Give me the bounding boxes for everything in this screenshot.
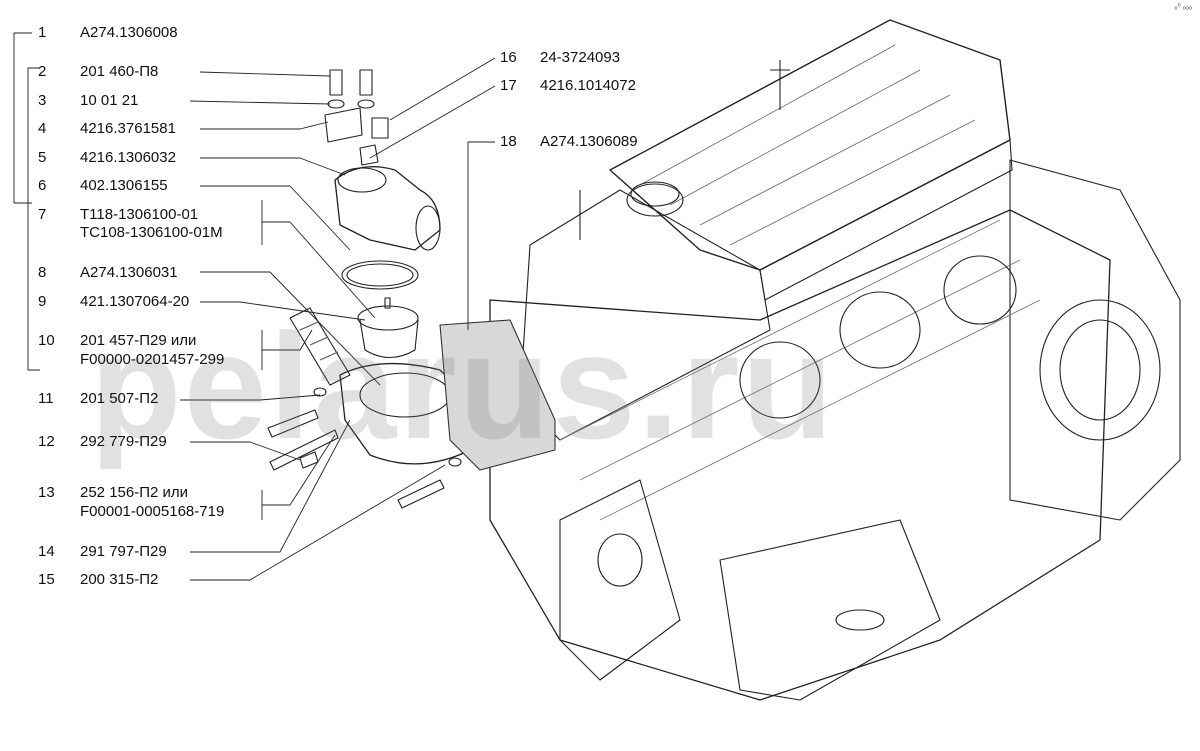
part-num-3: 3	[38, 92, 47, 109]
part-code-13b: F00001-0005168-719	[80, 503, 225, 520]
part-num-13: 13	[38, 484, 55, 501]
part-code-1: А274.1306008	[80, 24, 178, 41]
leader-lines	[13, 32, 496, 581]
part-num-17: 17	[500, 77, 517, 94]
part-code-6: 402.1306155	[80, 177, 168, 194]
part-code-8: А274.1306031	[80, 264, 178, 281]
part-num-11: 11	[38, 390, 54, 407]
part-code-16: 24-3724093	[540, 49, 621, 66]
part-code-13: 252 156-П2 или	[80, 484, 189, 501]
part-num-14: 14	[38, 543, 55, 560]
part-num-10: 10	[38, 332, 55, 349]
part-code-17: 4216.1014072	[540, 77, 636, 94]
part-code-9: 421.1307064-20	[80, 293, 190, 310]
thermostat-assembly	[267, 69, 556, 509]
part-num-16: 16	[500, 49, 517, 66]
part-code-11: 201 507-П2	[80, 390, 159, 407]
part-num-7: 7	[38, 206, 47, 223]
part-code-2: 201 460-П8	[80, 63, 159, 80]
part-code-18: А274.1306089	[540, 133, 638, 150]
part-code-4: 4216.3761581	[80, 120, 176, 137]
part-code-7: Т118-1306100-01	[80, 206, 199, 223]
part-num-1: 1	[38, 24, 47, 41]
part-code-10: 201 457-П29 или	[80, 332, 197, 349]
part-code-14: 291 797-П29	[80, 543, 167, 560]
part-num-5: 5	[38, 149, 47, 166]
part-num-18: 18	[500, 133, 517, 150]
corner-mark: ₒ⁰ ₒₒₒ	[1174, 2, 1192, 11]
part-code-7b: ТС108-1306100-01М	[80, 224, 223, 241]
part-num-9: 9	[38, 293, 47, 310]
part-num-12: 12	[38, 433, 55, 450]
part-num-6: 6	[38, 177, 47, 194]
part-code-10b: F00000-0201457-299	[80, 351, 225, 368]
part-num-2: 2	[38, 63, 47, 80]
part-code-5: 4216.1306032	[80, 149, 176, 166]
part-num-15: 15	[38, 571, 55, 588]
part-num-8: 8	[38, 264, 47, 281]
part-code-3: 10 01 21	[80, 92, 139, 109]
part-code-15: 200 315-П2	[80, 571, 159, 588]
part-code-12: 292 779-П29	[80, 433, 167, 450]
part-num-4: 4	[38, 120, 47, 137]
engine-block	[489, 19, 1181, 701]
